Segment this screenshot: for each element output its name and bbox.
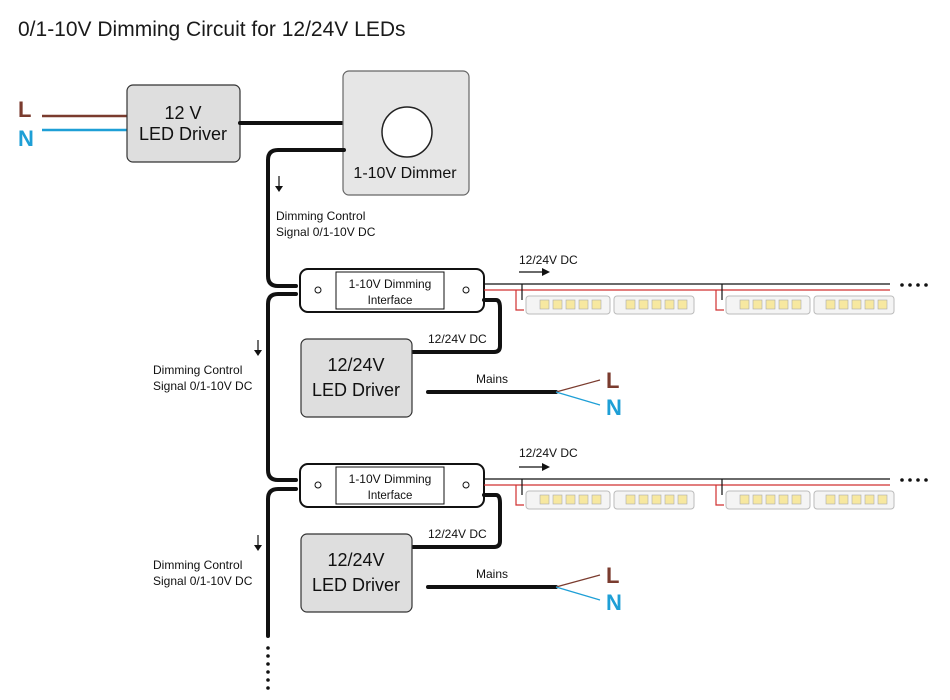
stage-2-neutral-label: N: [606, 590, 622, 615]
stage-1-neutral-label: N: [606, 395, 622, 420]
driver-1-line2: LED Driver: [312, 380, 400, 400]
signal-wire-1-to-2: [266, 292, 298, 482]
stage-2-mains-label: Mains: [476, 567, 508, 581]
stage-1-signal-line1: Dimming Control: [153, 363, 242, 377]
dimmer-knob-icon: [381, 106, 433, 158]
signal-top-line1: Dimming Control: [276, 209, 365, 223]
led-strip-2a: [525, 490, 695, 510]
stage-2-driver-out-label: 12/24V DC: [428, 527, 487, 541]
mains-neutral-label: N: [18, 126, 34, 151]
stage-1-driver-out-label: 12/24V DC: [428, 332, 487, 346]
interface-2-line2: Interface: [368, 490, 413, 502]
stage-2-signal-line1: Dimming Control: [153, 558, 242, 572]
led-strip-2b: [725, 490, 895, 510]
signal-arrow-down-icon: [254, 545, 262, 551]
driver-2-line2: LED Driver: [312, 575, 400, 595]
interface-2-line1: 1-10V Dimming: [349, 472, 432, 486]
stage-1-output-label: 12/24V DC: [519, 253, 578, 267]
continuation-dots-icon: [900, 283, 928, 287]
signal-arrow-down-icon: [254, 350, 262, 356]
signal-wire-2-down: [266, 487, 298, 638]
interface-1-line1: 1-10V Dimming: [349, 277, 432, 291]
mains-live-label: L: [18, 97, 31, 122]
led-strip-1b: [725, 295, 895, 315]
led-driver-2: [300, 533, 413, 613]
dimmer-label: 1-10V Dimmer: [353, 165, 457, 182]
driver-1-line1: 12/24V: [327, 355, 384, 375]
led-driver-1: [300, 338, 413, 418]
top-driver-line1: 12 V: [164, 103, 201, 123]
signal-top-line2: Signal 0/1-10V DC: [276, 225, 376, 239]
stage-1-signal-line2: Signal 0/1-10V DC: [153, 379, 253, 393]
stage-2-signal-line2: Signal 0/1-10V DC: [153, 574, 253, 588]
diagram-title: 0/1-10V Dimming Circuit for 12/24V LEDs: [18, 18, 406, 41]
stage-2-live-label: L: [606, 563, 619, 588]
signal-arrow-down-icon: [275, 186, 283, 192]
dimmer-signal-wire: [266, 148, 346, 288]
driver-1-dc-wire: [410, 298, 502, 354]
arrow-right-icon: [542, 268, 550, 276]
led-strip-1a: [525, 295, 695, 315]
driver-2-line1: 12/24V: [327, 550, 384, 570]
arrow-right-icon: [542, 463, 550, 471]
top-driver-line2: LED Driver: [139, 124, 227, 144]
stage-1-live-label: L: [606, 368, 619, 393]
stage-1-mains-label: Mains: [476, 372, 508, 386]
driver-2-dc-wire: [410, 493, 502, 549]
stage-2-output-label: 12/24V DC: [519, 446, 578, 460]
continuation-dots-icon: [266, 646, 270, 690]
stage-1: 1-10V Dimming Interface Dimming Control …: [153, 253, 928, 482]
stage-2: 1-10V Dimming Interface Dimming Control …: [153, 446, 928, 690]
interface-1-line2: Interface: [368, 295, 413, 307]
continuation-dots-icon: [900, 478, 928, 482]
